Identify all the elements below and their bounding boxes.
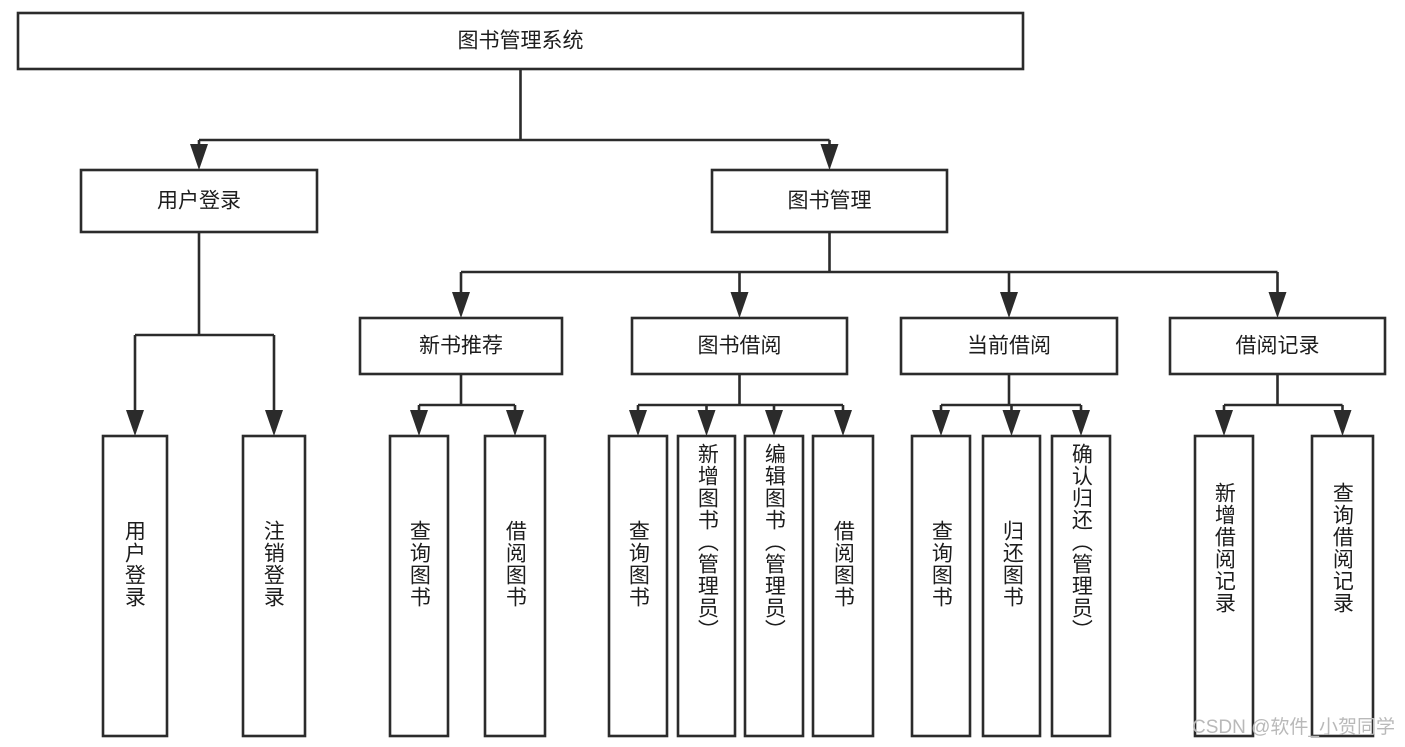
connector-group-book-manage: [452, 232, 1287, 318]
connector-group-borrow-record: [1215, 374, 1352, 436]
node-leaf-logout-login-box[interactable]: [241, 434, 307, 738]
node-borrow-record-box[interactable]: [1168, 316, 1387, 376]
node-root-box[interactable]: [16, 11, 1025, 71]
arrow-to-leaf-add-book: [697, 410, 716, 436]
arrow-to-leaf-edit-book: [765, 410, 783, 436]
arrow-to-book-borrow: [730, 292, 749, 318]
node-book-borrow-box[interactable]: [630, 316, 849, 376]
arrow-root-to-user-login: [190, 144, 208, 170]
leaf-node-group: [101, 434, 1375, 738]
node-leaf-edit-book-box[interactable]: [743, 434, 805, 738]
node-book-borrow[interactable]: 图书借阅: [630, 316, 849, 376]
arrow-to-new-book-recommend: [452, 292, 470, 318]
arrow-to-leaf-return-book: [1002, 410, 1021, 436]
arrow-to-borrow-record: [1268, 292, 1287, 318]
node-book-manage[interactable]: 图书管理: [710, 168, 949, 234]
arrow-to-leaf-add-borrow-record: [1215, 410, 1233, 436]
node-leaf-query-book-2-box[interactable]: [607, 434, 669, 738]
arrow-to-leaf-borrow-book-1: [506, 410, 524, 436]
arrow-to-leaf-logout-login: [265, 410, 283, 436]
node-root-label: 图书管理系统: [458, 30, 584, 53]
arrow-to-leaf-query-borrow-record: [1333, 410, 1352, 436]
connector-group-current-borrow: [932, 374, 1090, 436]
csdn-watermark: CSDN @软件_小贺同学: [1192, 717, 1395, 738]
node-leaf-query-book-1-box[interactable]: [388, 434, 450, 738]
node-leaf-borrow-book-2-box[interactable]: [811, 434, 875, 738]
node-root[interactable]: 图书管理系统: [16, 11, 1025, 71]
connector-group-book-borrow: [629, 374, 852, 436]
node-leaf-query-book-3-box[interactable]: [910, 434, 972, 738]
node-current-borrow[interactable]: 当前借阅: [899, 316, 1119, 376]
node-user-login-box[interactable]: [79, 168, 319, 234]
node-user-login[interactable]: 用户登录: [79, 168, 319, 234]
node-leaf-borrow-book-1-box[interactable]: [483, 434, 547, 738]
node-leaf-user-login-box[interactable]: [101, 434, 169, 738]
connector-group-new-book-recommend: [410, 374, 524, 436]
arrow-to-leaf-query-book-3: [932, 410, 950, 436]
node-borrow-record-label: 借阅记录: [1236, 335, 1320, 358]
arrow-to-leaf-confirm-return: [1072, 410, 1090, 436]
node-new-book-recommend[interactable]: 新书推荐: [358, 316, 564, 376]
connector-group-root: [190, 69, 839, 170]
node-new-book-recommend-box[interactable]: [358, 316, 564, 376]
node-new-book-recommend-label: 新书推荐: [419, 335, 503, 358]
arrow-to-leaf-query-book-2: [629, 410, 647, 436]
node-leaf-add-book-box[interactable]: [676, 434, 737, 738]
arrow-to-leaf-user-login: [126, 410, 144, 436]
arrow-to-leaf-borrow-book-2: [834, 410, 852, 436]
node-current-borrow-label: 当前借阅: [967, 335, 1051, 358]
node-leaf-confirm-return-box[interactable]: [1050, 434, 1112, 738]
node-borrow-record[interactable]: 借阅记录: [1168, 316, 1387, 376]
node-book-borrow-label: 图书借阅: [698, 335, 782, 358]
node-user-login-label: 用户登录: [157, 190, 241, 213]
arrow-to-current-borrow: [1000, 292, 1018, 318]
node-leaf-query-borrow-record-box[interactable]: [1310, 434, 1375, 738]
arrow-to-leaf-query-book-1: [410, 410, 428, 436]
node-leaf-return-book-box[interactable]: [981, 434, 1042, 738]
node-current-borrow-box[interactable]: [899, 316, 1119, 376]
node-book-manage-box[interactable]: [710, 168, 949, 234]
node-book-manage-label: 图书管理: [788, 190, 872, 213]
node-leaf-add-borrow-record-box[interactable]: [1193, 434, 1255, 738]
arrow-root-to-book-manage: [820, 144, 839, 170]
connector-group-user-login: [126, 232, 283, 436]
